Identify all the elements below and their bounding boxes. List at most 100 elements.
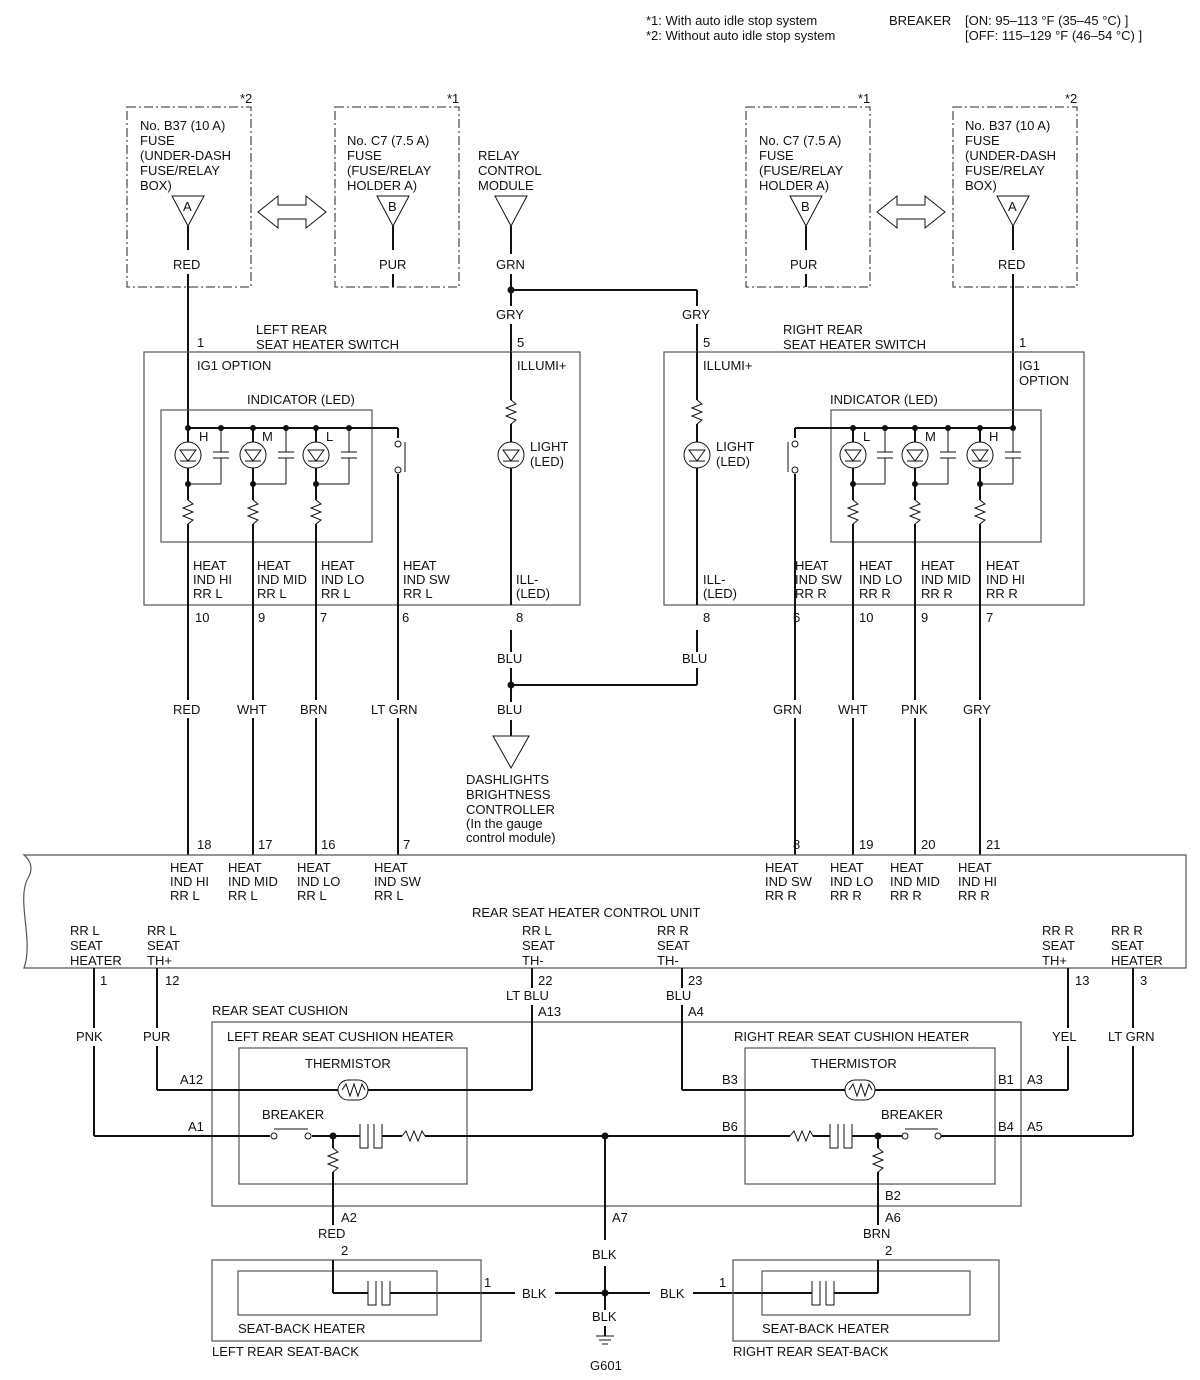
breaker-contact-icon — [304, 1132, 312, 1140]
svg-text:HEAT: HEAT — [859, 558, 893, 573]
pin-number: 7 — [403, 837, 410, 852]
heater-element-icon — [829, 1124, 853, 1149]
svg-text:No. B37 (10 A): No. B37 (10 A) — [965, 118, 1050, 133]
svg-text:FUSE: FUSE — [965, 133, 1000, 148]
svg-text:SEAT-BACK HEATER: SEAT-BACK HEATER — [238, 1321, 365, 1336]
svg-text:(UNDER-DASH: (UNDER-DASH — [140, 148, 231, 163]
pin-number: 10 — [859, 610, 873, 625]
pin-number: A6 — [885, 1210, 901, 1225]
svg-text:RIGHT REAR: RIGHT REAR — [783, 322, 863, 337]
wire-color-label: BLK — [592, 1309, 617, 1324]
alternative-arrow-icon — [257, 194, 327, 230]
thermistor-icon — [844, 1079, 876, 1101]
svg-text:(In the gauge: (In the gauge — [466, 816, 543, 831]
resistor-icon — [504, 399, 518, 425]
ground-icon — [596, 1335, 614, 1345]
pin-number: A4 — [688, 1004, 704, 1019]
led-icon — [302, 441, 330, 469]
svg-text:IND LO: IND LO — [830, 874, 873, 889]
resistor-icon — [871, 1147, 885, 1173]
resistor-icon — [246, 499, 260, 525]
svg-text:L: L — [863, 429, 870, 444]
pin-number: 22 — [538, 973, 552, 988]
svg-text:RIGHT REAR SEAT CUSHION HEATER: RIGHT REAR SEAT CUSHION HEATER — [734, 1029, 969, 1044]
svg-text:BRIGHTNESS: BRIGHTNESS — [466, 787, 551, 802]
pin-number: 2 — [341, 1243, 348, 1258]
connector-terminal-icon — [494, 195, 528, 228]
svg-text:(FUSE/RELAY: (FUSE/RELAY — [347, 163, 432, 178]
fuse-right-c7: *1 No. C7 (7.5 A) FUSE (FUSE/RELAY HOLDE… — [745, 91, 871, 288]
splice-point — [507, 681, 515, 689]
wire-color-label: BLU — [497, 702, 522, 717]
pin-number: 1 — [197, 335, 204, 350]
svg-text:(LED): (LED) — [516, 586, 550, 601]
svg-text:(FUSE/RELAY: (FUSE/RELAY — [759, 163, 844, 178]
svg-text:HEAT: HEAT — [765, 860, 799, 875]
wire-color-label: PUR — [379, 257, 406, 272]
svg-text:HEAT: HEAT — [228, 860, 262, 875]
svg-text:THERMISTOR: THERMISTOR — [305, 1056, 391, 1071]
svg-text:A: A — [1008, 199, 1017, 214]
wire-color-label: LT BLU — [506, 988, 549, 1003]
svg-text:RR L: RR L — [321, 586, 351, 601]
pin-number: A5 — [1027, 1119, 1043, 1134]
pin-number: 1 — [1019, 335, 1026, 350]
svg-text:RR L: RR L — [257, 586, 287, 601]
pin-number: B1 — [998, 1072, 1014, 1087]
svg-text:RR L: RR L — [374, 888, 404, 903]
svg-text:SEAT HEATER SWITCH: SEAT HEATER SWITCH — [256, 337, 399, 352]
svg-text:IND LO: IND LO — [321, 572, 364, 587]
fuse-right-c7-mark: *1 — [858, 91, 870, 106]
svg-text:RR L: RR L — [403, 586, 433, 601]
wire-color-label: BLU — [682, 651, 707, 666]
left-rear-seat-heater-switch: LEFT REAR SEAT HEATER SWITCH 1 5 IG1 OPT… — [143, 322, 581, 625]
wire-color-label: RED — [998, 257, 1025, 272]
svg-text:RR R: RR R — [890, 888, 922, 903]
svg-text:LIGHT: LIGHT — [530, 439, 568, 454]
pin-number: 18 — [197, 837, 211, 852]
svg-text:INDICATOR (LED): INDICATOR (LED) — [830, 392, 938, 407]
relay-control-module: RELAY CONTROL MODULE — [478, 148, 542, 254]
svg-text:TH-: TH- — [522, 953, 544, 968]
svg-text:M: M — [925, 429, 936, 444]
svg-text:HEAT: HEAT — [890, 860, 924, 875]
svg-text:BREAKER: BREAKER — [881, 1107, 943, 1122]
pin-number: A7 — [612, 1210, 628, 1225]
fuse-right-b37: *2 No. B37 (10 A) FUSE (UNDER-DASH FUSE/… — [952, 91, 1078, 288]
svg-text:LEFT REAR: LEFT REAR — [256, 322, 327, 337]
svg-text:FUSE/RELAY: FUSE/RELAY — [140, 163, 220, 178]
svg-text:control module): control module) — [466, 830, 556, 845]
breaker-contact-icon — [901, 1132, 909, 1140]
pin-number: 17 — [258, 837, 272, 852]
svg-text:HEAT: HEAT — [374, 860, 408, 875]
svg-text:RR R: RR R — [859, 586, 891, 601]
pin-number: A3 — [1027, 1072, 1043, 1087]
svg-text:RR R: RR R — [958, 888, 990, 903]
svg-text:RR R: RR R — [795, 586, 827, 601]
svg-text:HEAT: HEAT — [986, 558, 1020, 573]
pin-number: 6 — [402, 610, 409, 625]
svg-text:HEAT: HEAT — [403, 558, 437, 573]
rear-seat-heater-control-unit: 18 17 16 7 8 19 20 21 HEAT IND HI RR L H… — [22, 837, 1187, 988]
wire-color-label: GRN — [496, 257, 525, 272]
pin-number: 10 — [195, 610, 209, 625]
svg-text:BOX): BOX) — [965, 178, 997, 193]
breaker-note-on: [ON: 95–113 °F (35–45 °C) ] — [965, 13, 1128, 28]
svg-text:(LED): (LED) — [716, 454, 750, 469]
svg-text:RR R: RR R — [830, 888, 862, 903]
svg-text:IND HI: IND HI — [193, 572, 232, 587]
svg-text:HEAT: HEAT — [830, 860, 864, 875]
svg-text:LIGHT: LIGHT — [716, 439, 754, 454]
svg-text:RR R: RR R — [921, 586, 953, 601]
svg-text:B: B — [388, 199, 397, 214]
svg-text:OPTION: OPTION — [1019, 373, 1069, 388]
wire-color-label: PNK — [76, 1029, 103, 1044]
pin-number: 6 — [793, 610, 800, 625]
svg-text:TH-: TH- — [657, 953, 679, 968]
resistor-icon — [789, 1129, 814, 1143]
pin-number: 16 — [321, 837, 335, 852]
svg-text:(LED): (LED) — [703, 586, 737, 601]
svg-text:HEAT: HEAT — [958, 860, 992, 875]
svg-text:SEAT HEATER SWITCH: SEAT HEATER SWITCH — [783, 337, 926, 352]
pin-number: 13 — [1075, 973, 1089, 988]
